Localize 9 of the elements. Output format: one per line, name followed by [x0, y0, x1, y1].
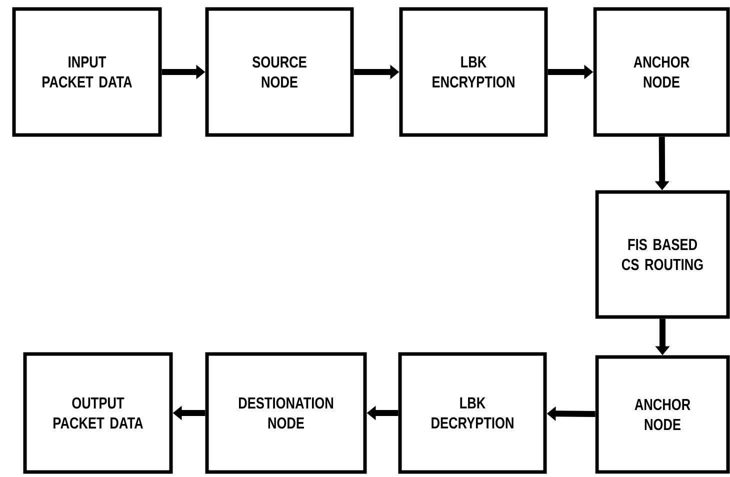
process-box: ANCHOR NODE: [595, 355, 730, 474]
process-box: FIS BASED CS ROUTING: [595, 190, 730, 319]
process-box: DESTIONATION NODE: [205, 352, 367, 474]
process-box: LBK ENCRYPTION: [399, 7, 548, 137]
process-box: SOURCE NODE: [205, 7, 354, 137]
process-box: ANCHOR NODE: [593, 7, 730, 137]
process-box: LBK DECRYPTION: [398, 352, 547, 474]
process-box: OUTPUT PACKET DATA: [23, 352, 173, 474]
process-box: INPUT PACKET DATA: [12, 7, 162, 137]
